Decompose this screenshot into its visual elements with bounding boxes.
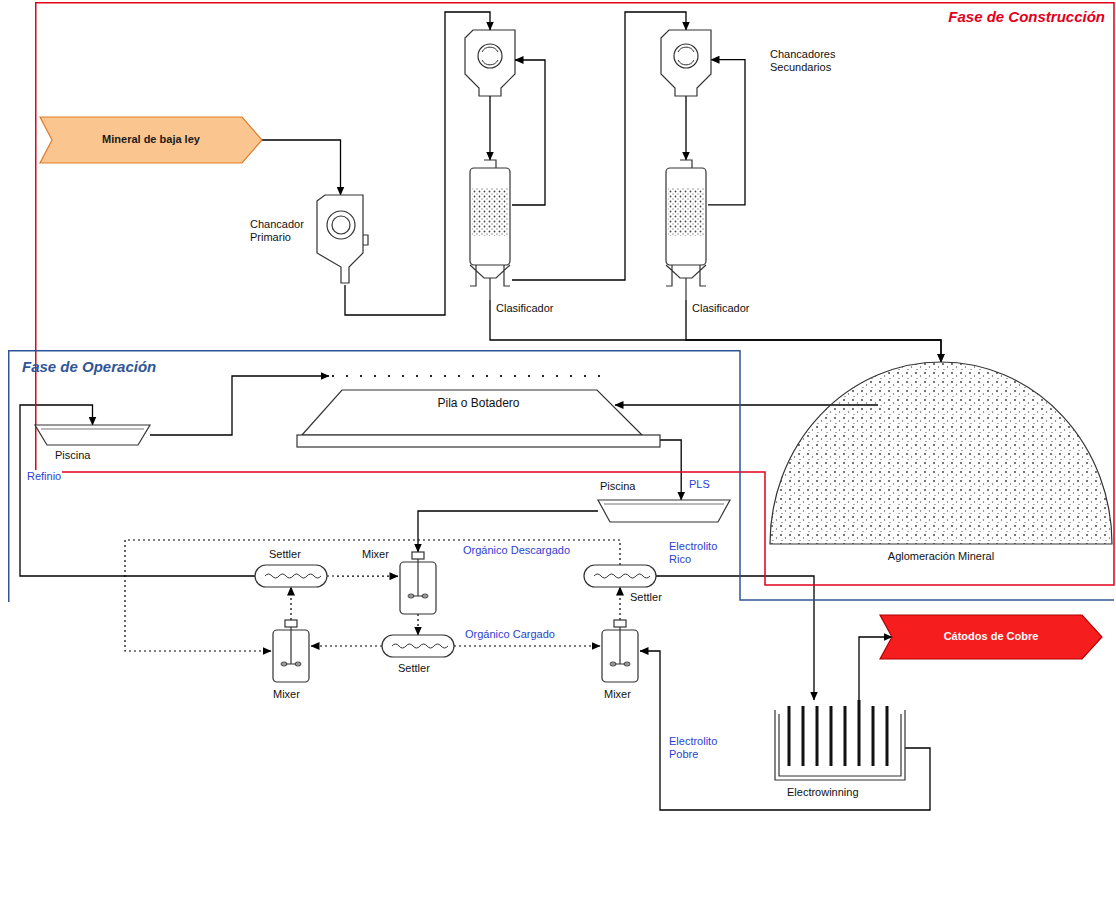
pond: Piscina <box>35 425 150 445</box>
node-label: Fase de Operación <box>22 358 222 376</box>
flow-label: Electrolito Pobre <box>668 735 736 761</box>
process-flow-line <box>20 405 255 576</box>
flow-label: Refinio <box>26 470 62 483</box>
mixer: Mixer <box>271 620 311 682</box>
node-label: Settler <box>269 548 319 561</box>
node-label: Cátodos de Cobre <box>880 630 1102 643</box>
node-label: Clasificador <box>692 302 772 315</box>
mixer-shape <box>271 620 311 682</box>
mixer: Mixer <box>398 552 438 614</box>
mixer: Mixer <box>600 620 640 682</box>
phase-region-shape <box>8 350 1115 602</box>
settler-shape <box>382 635 454 657</box>
mixer-shape <box>398 552 438 614</box>
settler: Settler <box>584 565 656 587</box>
node-label: Electrowinning <box>787 786 897 799</box>
node-label: Pila o Botadero <box>297 396 660 410</box>
node-label: Settler <box>398 662 448 675</box>
node-label: Fase de Construcción <box>920 8 1105 26</box>
agglomerate-pile-shape <box>770 362 1112 544</box>
node-label: Mineral de baja ley <box>40 133 262 146</box>
node-label: Chancadores Secundarios <box>770 48 870 74</box>
node-label: Aglomeración Mineral <box>770 550 1112 563</box>
organic-flow-line <box>290 587 291 620</box>
leach-heap: Pila o Botadero <box>297 372 660 452</box>
flow-label: Electrolito Rico <box>668 540 736 566</box>
phase-region: Fase de ConstrucciónMineral de baja leyC… <box>35 2 1115 587</box>
classifier: Clasificador <box>468 160 512 300</box>
mixer-shape <box>600 620 640 682</box>
organic-flow-line <box>454 645 600 646</box>
node-label: Mixer <box>362 548 396 561</box>
settler-shape <box>255 565 327 587</box>
organic-flow-line <box>417 614 418 635</box>
agglomerate-pile: Aglomeración Mineral <box>770 362 1112 544</box>
process-flow-line <box>262 140 341 195</box>
process-flow-line <box>640 651 930 810</box>
flow-label: PLS <box>688 478 711 491</box>
leach-heap-shape <box>297 372 660 452</box>
process-flow-line <box>660 440 681 500</box>
process-flow-line <box>686 300 941 362</box>
process-flow-line <box>512 12 686 280</box>
organic-flow-line <box>327 575 398 576</box>
process-line <box>489 96 490 160</box>
recycle-line <box>512 60 545 205</box>
secondary-crusher <box>465 30 515 96</box>
node-label: Settler <box>630 591 680 604</box>
process-flow-line <box>685 96 686 160</box>
node-label: Piscina <box>600 480 660 493</box>
node-label: Mixer <box>604 688 644 701</box>
phase-region: Fase de OperaciónPila o BotaderoPiscinaP… <box>8 350 1115 602</box>
process-flow-line <box>490 300 941 362</box>
primary-crusher-shape <box>313 195 368 285</box>
primary-crusher: Chancador Primario <box>313 195 368 285</box>
output-arrow: Cátodos de Cobre <box>880 615 1102 659</box>
node-label: Piscina <box>55 449 115 462</box>
pond-shape <box>35 425 150 445</box>
pond-shape <box>598 500 730 522</box>
node-label: Clasificador <box>496 302 576 315</box>
flow-label: Orgánico Descargado <box>462 544 571 557</box>
process-line <box>345 12 490 315</box>
organic-flow-line <box>311 645 382 646</box>
classifier-shape <box>664 160 708 300</box>
process-flow-line <box>656 576 814 700</box>
organic-flow-line <box>125 540 620 651</box>
classifier: Clasificador <box>664 160 708 300</box>
input-arrow: Mineral de baja ley <box>40 117 262 163</box>
secondary-crusher: Chancadores Secundarios <box>661 30 711 96</box>
process-flow-line <box>708 60 745 205</box>
settler: Settler <box>382 635 454 657</box>
process-flow-line <box>150 376 329 435</box>
electrowinning-cell: Electrowinning <box>775 700 905 780</box>
node-label: Mixer <box>273 688 313 701</box>
organic-flow-line <box>619 587 620 620</box>
settler-shape <box>584 565 656 587</box>
settler: Settler <box>255 565 327 587</box>
secondary-crusher-shape <box>661 30 711 96</box>
pond: Piscina <box>598 500 730 522</box>
flow-label: Orgánico Cargado <box>464 628 556 641</box>
classifier-shape <box>468 160 512 300</box>
electrowinning-cell-shape <box>775 700 905 780</box>
node-label: Chancador Primario <box>250 218 310 244</box>
